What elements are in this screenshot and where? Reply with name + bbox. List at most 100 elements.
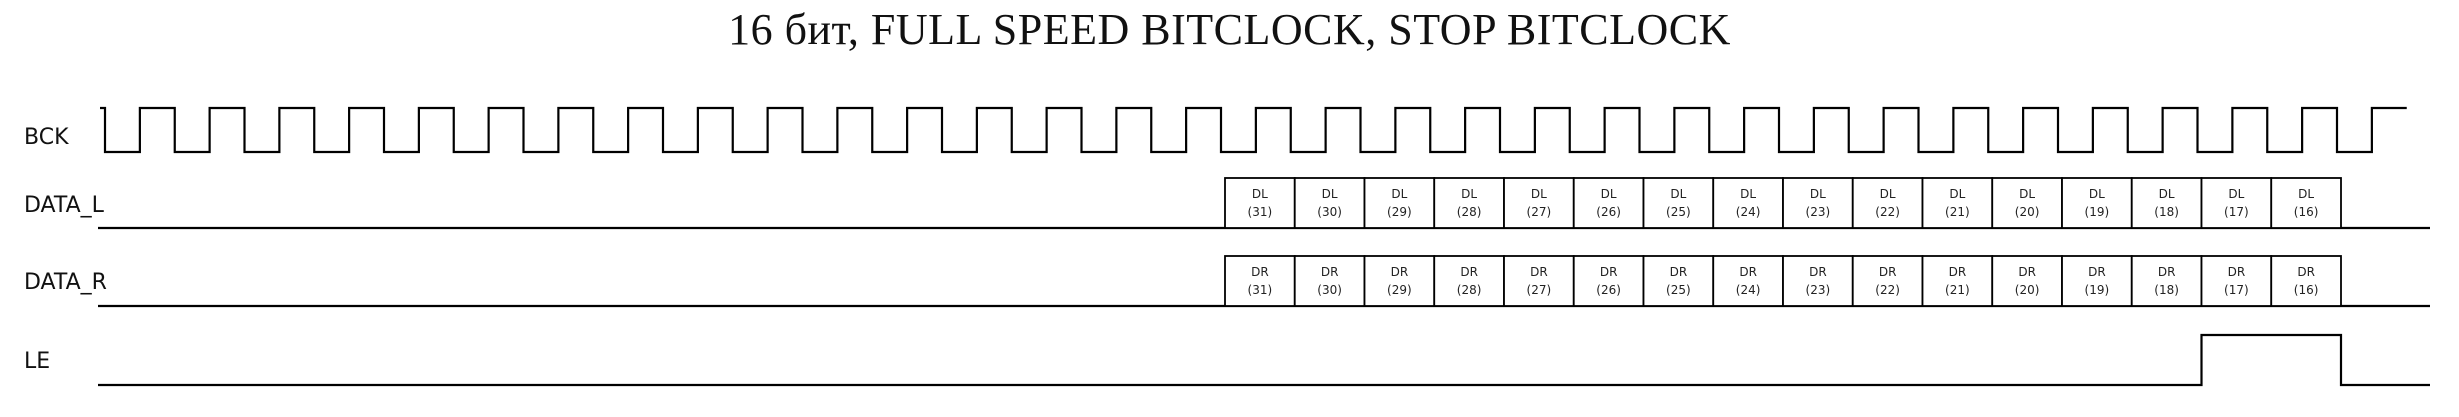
data-r-cell-name: DR [2088,265,2106,279]
data-l-cell-bit: (17) [2224,205,2249,219]
data-l-cell [1782,177,1854,229]
data-r-cell-name: DR [2018,265,2036,279]
data-r-cell [2200,255,2273,307]
data-r-cell [1921,255,1994,307]
data-l-cell [1293,177,1366,229]
data-l-cell-bit: (16) [2294,205,2319,219]
data-l-cell [1572,177,1645,229]
data-r-cell-name: DR [1530,265,1548,279]
data-r-cell-bit: (16) [2294,283,2319,297]
data-l-track: DL(31)DL(30)DL(29)DL(28)DL(27)DL(26)DL(2… [98,177,2430,230]
data-r-cell-bit: (24) [1736,283,1761,297]
le-waveform [98,333,2430,387]
data-r-cell [2061,255,2133,307]
data-l-cell-name: DL [2019,187,2035,201]
data-r-cell [1642,255,1715,307]
bck-label: BCK [24,125,69,150]
data-r-cell-bit: (18) [2154,283,2179,297]
data-r-cell-bit: (28) [1457,283,1482,297]
data-r-cell-bit: (31) [1248,283,1273,297]
data-l-cell-name: DL [1461,187,1477,201]
data-l-cell [2270,177,2342,229]
data-r-cell-name: DR [1670,265,1688,279]
data-l-cell [1921,177,1994,229]
data-r-cell-bit: (25) [1666,283,1691,297]
data-r-cell [1363,255,1436,307]
data-r-cell-name: DR [1460,265,1478,279]
data-l-cell-bit: (18) [2154,205,2179,219]
data-r-cell [1851,255,1924,307]
data-r-cell-bit: (27) [1527,283,1552,297]
data-r-cell [1782,255,1854,307]
data-l-cell-name: DL [1740,187,1756,201]
data-r-cell [1991,255,2063,307]
data-l-cell [1851,177,1924,229]
data-l-cell-name: DL [1810,187,1826,201]
data-l-cell-bit: (25) [1666,205,1691,219]
data-l-cell-bit: (23) [1806,205,1831,219]
data-r-cell-bit: (21) [1945,283,1970,297]
data-r-cell [1293,255,1366,307]
data-l-cell-name: DL [1949,187,1965,201]
data-r-cell [1503,255,1575,307]
data-r-cell [1572,255,1645,307]
data-l-cell-bit: (21) [1945,205,1970,219]
bck-waveform [100,106,2407,154]
data-l-cell [1433,177,1505,229]
data-r-cell-name: DR [1600,265,1618,279]
data-r-cell [1433,255,1505,307]
data-r-cell-bit: (29) [1387,283,1412,297]
data-r-cell-bit: (26) [1596,283,1621,297]
data-l-cell-name: DL [2228,187,2244,201]
data-l-cell-bit: (28) [1457,205,1482,219]
data-l-cell-name: DL [1531,187,1547,201]
data-r-cell-name: DR [1251,265,1269,279]
data-r-cell-name: DR [1391,265,1409,279]
data-l-cell-bit: (19) [2085,205,2110,219]
data-r-cell-bit: (19) [2085,283,2110,297]
data-r-cell [1224,255,1296,307]
data-l-cell [1642,177,1715,229]
data-r-cell-bit: (22) [1875,283,1900,297]
data-l-cell-name: DL [1670,187,1686,201]
data-l-cell [1712,177,1784,229]
data-l-cell-name: DL [1391,187,1407,201]
data-r-cell-bit: (20) [2015,283,2040,297]
data-l-cell-bit: (30) [1317,205,1342,219]
data-l-cell-name: DL [1322,187,1338,201]
data-r-cell-name: DR [1321,265,1339,279]
data-r-cell-name: DR [1739,265,1757,279]
data-r-cell-name: DR [1949,265,1967,279]
data-l-cell-bit: (27) [1527,205,1552,219]
data-l-cell-name: DL [2159,187,2175,201]
le-label: LE [24,349,50,374]
data-r-cell-name: DR [2228,265,2246,279]
data-l-cell-bit: (29) [1387,205,1412,219]
data-r-cell-bit: (30) [1317,283,1342,297]
data-l-cell-name: DL [2089,187,2105,201]
data-l-cell-name: DL [1601,187,1617,201]
data-r-cell-name: DR [1879,265,1897,279]
data-l-cell [1363,177,1436,229]
diagram-title: 16 бит, FULL SPEED BITCLOCK, STOP BITCLO… [728,5,1731,54]
data-r-cell [2270,255,2342,307]
data-r-cell [2130,255,2203,307]
data-r-track: DR (31) DR (30) DR (29) DR (28) DR (27) DR (26) DR (2… [98,255,2430,308]
data-l-cell-name: DL [1252,187,1268,201]
data-r-cell [1712,255,1784,307]
data-l-cell [2061,177,2133,229]
data-r-cell-name: DR [1809,265,1827,279]
data-l-cell [1503,177,1575,229]
data-l-cell-name: DL [1880,187,1896,201]
data-l-label: DATA_L [24,193,105,218]
data-l-cell [1991,177,2063,229]
data-r-cell-bit: (23) [1806,283,1831,297]
data-l-cell-bit: (20) [2015,205,2040,219]
data-l-cell-bit: (26) [1596,205,1621,219]
data-r-label: DATA_R [24,270,107,295]
data-r-cell-name: DR [2158,265,2176,279]
data-l-cell [1224,177,1296,229]
data-l-cell [2200,177,2273,229]
data-l-cell [2130,177,2203,229]
